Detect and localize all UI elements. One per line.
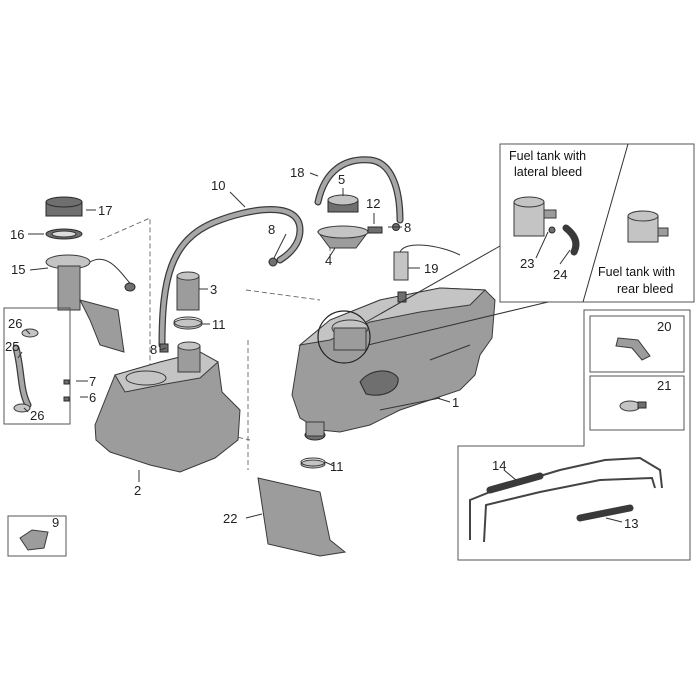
hose-10 [158,206,304,349]
label-part-21: 21 [657,378,671,393]
caption-rear-line1: Fuel tank with [598,265,675,279]
fuel-pump-15 [45,254,136,353]
label-part-23: 23 [520,256,534,271]
fitting-8-lower [159,343,169,353]
part-number-labels: 1 2 3 4 5 6 7 8 8 8 9 10 11 11 12 13 14 … [5,165,671,531]
cap-5 [327,194,359,213]
label-part-24: 24 [553,267,567,282]
label-part-17: 17 [98,203,112,218]
label-part-20: 20 [657,319,671,334]
inset-bleed-options [499,143,695,303]
label-part-8-left: 8 [268,222,275,237]
fitting-8-upper-left [268,257,278,267]
detail-magnifier [317,245,549,364]
label-part-26-lower: 26 [30,408,44,423]
bracket-20-box [589,315,685,373]
label-part-26-upper: 26 [8,316,22,331]
sleeve-3 [176,271,200,311]
ring-nut-17 [45,196,83,217]
label-part-16: 16 [10,227,24,242]
label-part-10: 10 [211,178,225,193]
fitting-12 [367,226,383,234]
fuel-tank-main [291,287,496,441]
clamp-11-lower [300,457,326,469]
label-part-3: 3 [210,282,217,297]
label-part-18: 18 [290,165,304,180]
label-part-8-right: 8 [404,220,411,235]
label-part-9: 9 [52,515,59,530]
label-part-19: 19 [424,261,438,276]
label-part-1: 1 [452,395,459,410]
leader-lines [17,172,623,523]
clamp-21-box [589,375,685,431]
hose-18 [314,156,404,224]
caption-rear-line2: rear bleed [617,282,673,296]
label-part-22: 22 [223,511,237,526]
label-part-11-lower: 11 [330,459,344,474]
label-part-25: 25 [5,339,19,354]
caption-lateral-line1: Fuel tank with [509,149,586,163]
label-part-2: 2 [134,483,141,498]
gasket-16 [45,228,83,240]
label-part-15: 15 [11,262,25,277]
label-part-12: 12 [366,196,380,211]
label-part-5: 5 [338,172,345,187]
label-part-14: 14 [492,458,506,473]
clip-9-box [7,515,67,557]
hose-kit-box [3,307,71,425]
shield-22 [257,477,347,557]
label-part-4: 4 [325,253,332,268]
label-part-6: 6 [89,390,96,405]
inset-captions: Fuel tank with lateral bleed Fuel tank w… [509,149,675,296]
clamp-11-upper [173,316,203,330]
label-part-11-upper: 11 [212,317,226,332]
caption-lateral-line2: lateral bleed [514,165,582,179]
frame-13-14-box [457,309,691,561]
sensor-19 [393,244,461,303]
fuel-tank-secondary [94,341,241,473]
label-part-13: 13 [624,516,638,531]
label-part-7: 7 [89,374,96,389]
flange-4 [317,225,369,249]
label-part-8-lower: 8 [150,342,157,357]
